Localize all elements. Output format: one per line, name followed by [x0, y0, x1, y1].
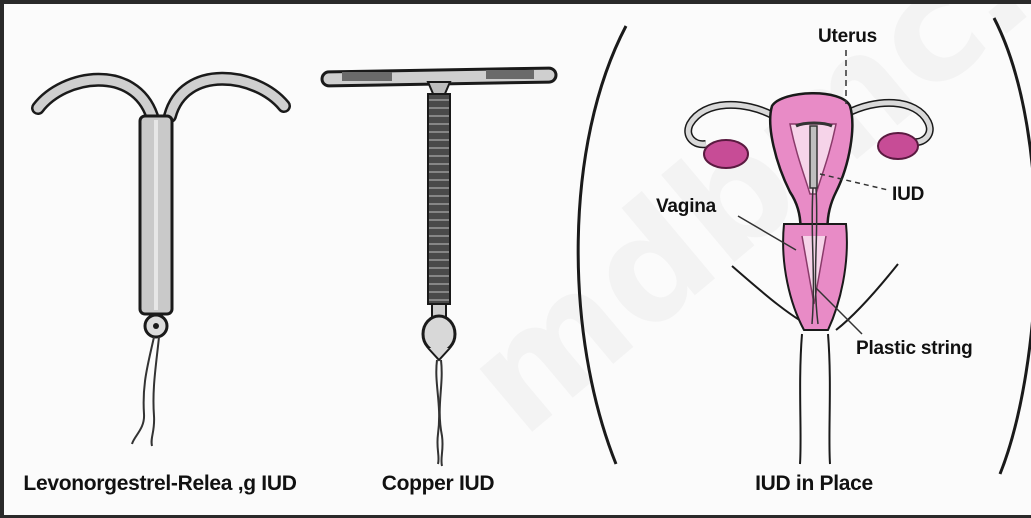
copper-iud-drawing: [322, 68, 556, 466]
uterus-label: Uterus: [818, 26, 877, 48]
iud-in-place-drawing: [578, 18, 1031, 474]
iud-label: IUD: [892, 184, 924, 206]
iud-illustrations: [4, 4, 1031, 518]
plastic-string-label: Plastic string: [856, 338, 973, 360]
copper-iud-caption: Copper IUD: [348, 472, 528, 496]
vagina-label: Vagina: [656, 196, 716, 218]
levonorgestrel-iud-caption: Levonorgestrel-Relea ,g IUD: [10, 472, 310, 496]
iud-in-place-caption: IUD in Place: [724, 472, 904, 496]
levonorgestrel-iud-drawing: [38, 79, 284, 446]
